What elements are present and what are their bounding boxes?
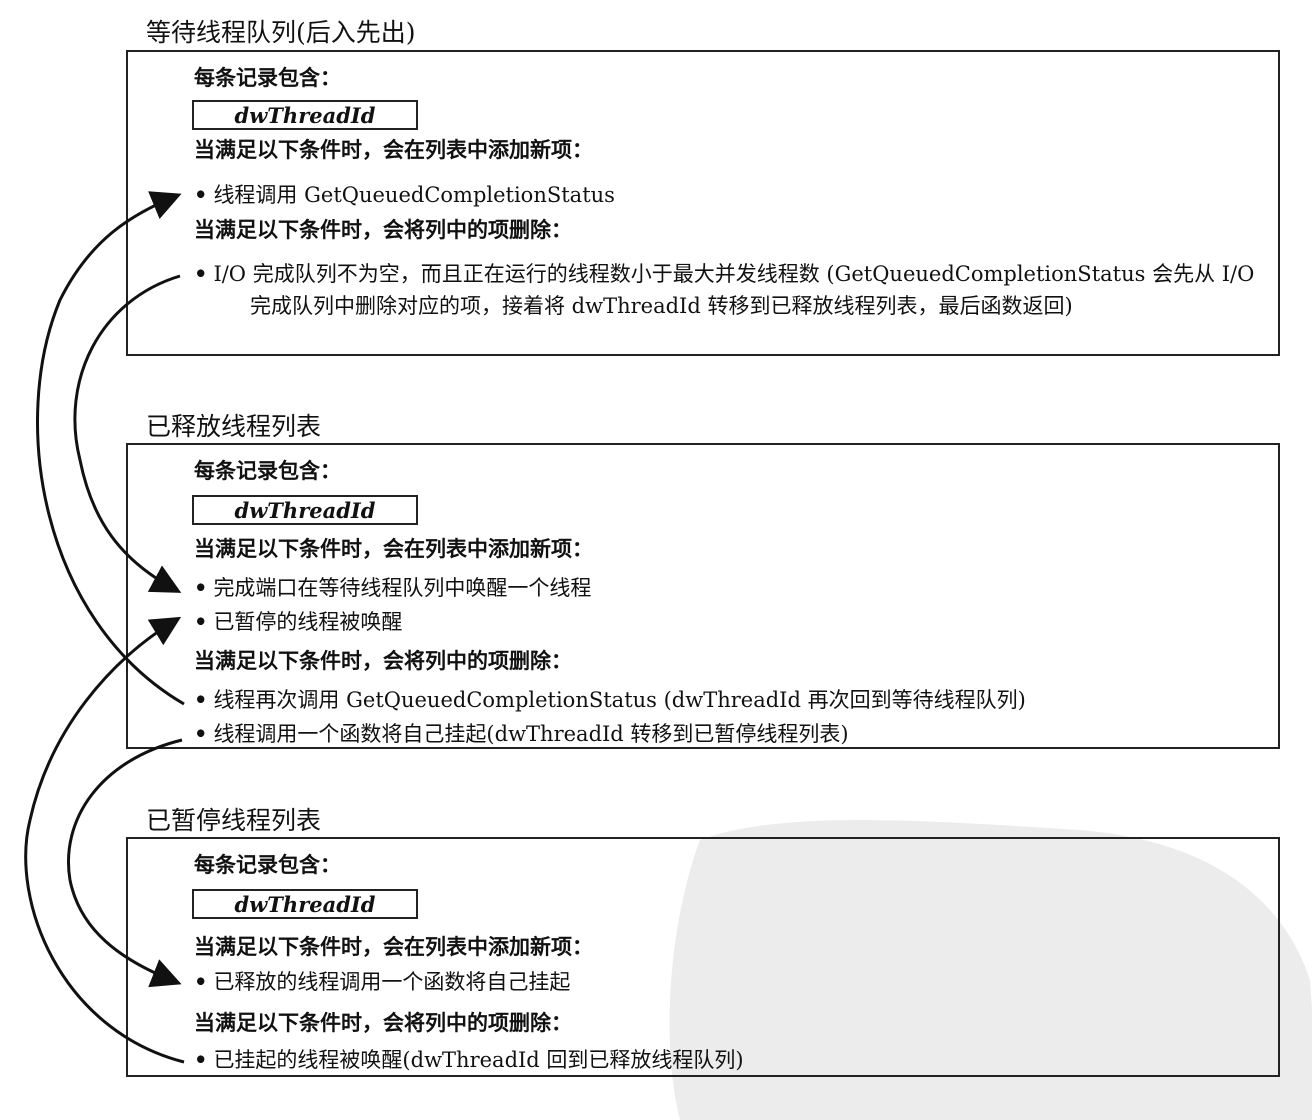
- remove-heading: 当满足以下条件时，会将列中的项删除：: [194, 648, 572, 673]
- add-item: •线程调用 GetQueuedCompletionStatus: [194, 182, 615, 207]
- remove-item: •已挂起的线程被唤醒(dwThreadId 回到已释放线程队列): [194, 1047, 744, 1072]
- paused-list-box: 每条记录包含： dwThreadId 当满足以下条件时，会在列表中添加新项： •…: [126, 837, 1280, 1077]
- record-heading: 每条记录包含：: [194, 65, 341, 90]
- field-dwthreadid: dwThreadId: [192, 100, 418, 130]
- add-item: •已暂停的线程被唤醒: [194, 609, 403, 634]
- section-title-paused-list: 已暂停线程列表: [146, 806, 322, 835]
- bullet: •: [194, 575, 208, 600]
- add-item: •已释放的线程调用一个函数将自己挂起: [194, 969, 571, 994]
- section-title-released-list: 已释放线程列表: [146, 412, 322, 441]
- remove-item: •I/O 完成队列不为空，而且正在运行的线程数小于最大并发线程数 (GetQue…: [194, 261, 1255, 318]
- record-heading: 每条记录包含：: [194, 852, 341, 877]
- remove-heading: 当满足以下条件时，会将列中的项删除：: [194, 217, 572, 242]
- bullet: •: [194, 721, 208, 746]
- bullet: •: [194, 609, 208, 634]
- released-list-box: 每条记录包含： dwThreadId 当满足以下条件时，会在列表中添加新项： •…: [126, 443, 1280, 749]
- bullet: •: [194, 969, 208, 994]
- add-item: •完成端口在等待线程队列中唤醒一个线程: [194, 575, 592, 600]
- waiting-queue-box: 每条记录包含： dwThreadId 当满足以下条件时，会在列表中添加新项： •…: [126, 50, 1280, 356]
- section-title-waiting-queue: 等待线程队列(后入先出): [146, 18, 416, 47]
- remove-item: •线程调用一个函数将自己挂起(dwThreadId 转移到已暂停线程列表): [194, 721, 849, 746]
- remove-heading: 当满足以下条件时，会将列中的项删除：: [194, 1010, 572, 1035]
- add-heading: 当满足以下条件时，会在列表中添加新项：: [194, 137, 593, 162]
- add-heading: 当满足以下条件时，会在列表中添加新项：: [194, 536, 593, 561]
- bullet: •: [194, 182, 208, 207]
- add-heading: 当满足以下条件时，会在列表中添加新项：: [194, 934, 593, 959]
- record-heading: 每条记录包含：: [194, 458, 341, 483]
- bullet: •: [194, 261, 208, 286]
- bullet: •: [194, 1047, 208, 1072]
- bullet: •: [194, 687, 208, 712]
- field-dwthreadid: dwThreadId: [192, 889, 418, 919]
- remove-item: •线程再次调用 GetQueuedCompletionStatus (dwThr…: [194, 687, 1026, 712]
- field-dwthreadid: dwThreadId: [192, 495, 418, 525]
